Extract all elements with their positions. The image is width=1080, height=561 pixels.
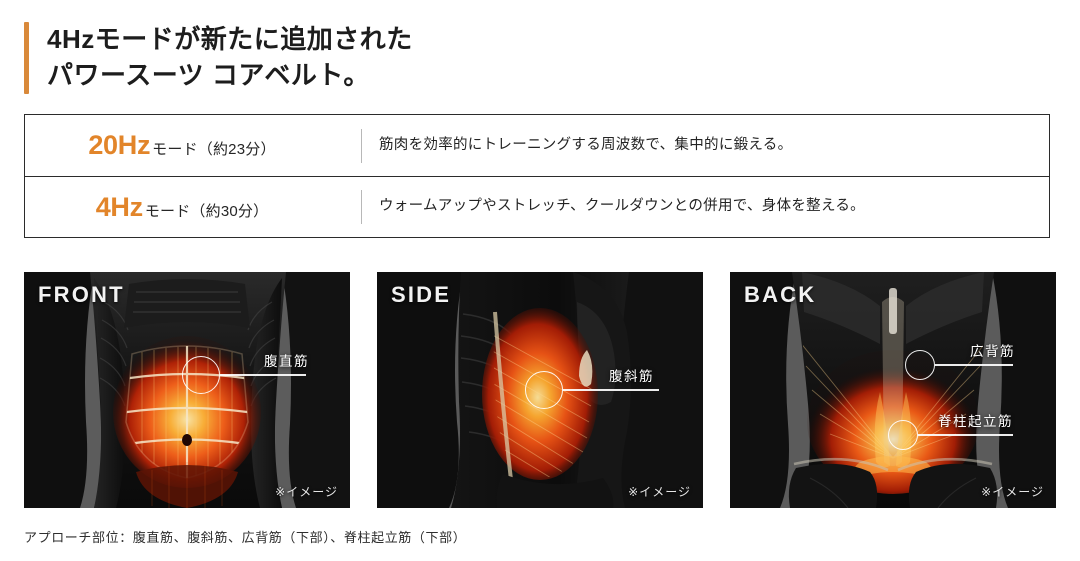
mode-row-divider — [361, 128, 362, 163]
mode-duration-20hz: モード（約23分） — [152, 141, 276, 158]
anatomy-panels: FRONT 腹直筋 ※イメージ — [24, 272, 1056, 508]
mode-row-20hz: 20Hz モード（約23分） 筋肉を効率的にトレーニングする周波数で、集中的に鍛… — [25, 115, 1049, 176]
mode-duration-4hz: モード（約30分） — [144, 202, 269, 220]
marker-line-back-2 — [918, 434, 1013, 436]
mode-description-20hz: 筋肉を効率的にトレーニングする周波数で、集中的に鍛える。 — [379, 136, 793, 153]
muscle-label-latissimus-dorsi: 広背筋 — [970, 344, 1015, 359]
marker-circle-back-1 — [905, 350, 935, 380]
panel-note-front: ※イメージ — [275, 485, 338, 499]
mode-hz-value-20hz: 20Hz — [88, 130, 151, 160]
panel-note-back: ※イメージ — [981, 485, 1044, 499]
marker-circle-back-2 — [888, 420, 918, 450]
panel-title-side: SIDE — [391, 282, 452, 307]
panel-front: FRONT 腹直筋 ※イメージ — [24, 272, 350, 508]
mode-label-4hz: 4Hz モード（約30分） — [25, 192, 361, 223]
approach-area-note: アプローチ部位：腹直筋、腹斜筋、広背筋（下部）、脊柱起立筋（下部） — [24, 530, 467, 545]
panel-title-front: FRONT — [38, 282, 125, 307]
marker-line-side-1 — [563, 389, 659, 391]
page-headline: 4Hzモードが新たに追加された パワースーツ コアベルト。 — [24, 22, 413, 94]
mode-row-divider — [361, 190, 362, 224]
mode-label-20hz: 20Hz モード（約23分） — [25, 130, 361, 161]
panel-note-side: ※イメージ — [628, 485, 691, 499]
marker-line-front-1 — [220, 374, 306, 376]
back-anatomy-illustration — [730, 272, 1056, 508]
mode-table: 20Hz モード（約23分） 筋肉を効率的にトレーニングする周波数で、集中的に鍛… — [24, 114, 1050, 238]
headline-text: 4Hzモードが新たに追加された パワースーツ コアベルト。 — [47, 22, 413, 94]
marker-line-back-1 — [935, 364, 1013, 366]
headline-line-2: パワースーツ コアベルト。 — [47, 59, 370, 90]
mode-description-4hz: ウォームアップやストレッチ、クールダウンとの併用で、身体を整える。 — [379, 198, 865, 215]
panel-back: BACK 広背筋 脊柱起立筋 ※イメージ — [730, 272, 1056, 508]
muscle-label-rectus-abdominis: 腹直筋 — [264, 354, 309, 369]
front-anatomy-illustration — [24, 272, 350, 508]
marker-circle-front-1 — [182, 356, 220, 394]
marker-circle-side-1 — [525, 371, 563, 409]
panel-title-back: BACK — [744, 282, 817, 307]
panel-side: SIDE 腹斜筋 ※イメージ — [377, 272, 703, 508]
mode-row-4hz: 4Hz モード（約30分） ウォームアップやストレッチ、クールダウンとの併用で、… — [25, 176, 1049, 237]
muscle-label-obliques: 腹斜筋 — [609, 369, 654, 384]
mode-hz-value-4hz: 4Hz — [95, 191, 143, 222]
headline-line-1: 4Hzモードが新たに追加された — [47, 24, 413, 54]
muscle-label-erector-spinae: 脊柱起立筋 — [938, 414, 1013, 429]
headline-accent-bar — [24, 22, 29, 94]
